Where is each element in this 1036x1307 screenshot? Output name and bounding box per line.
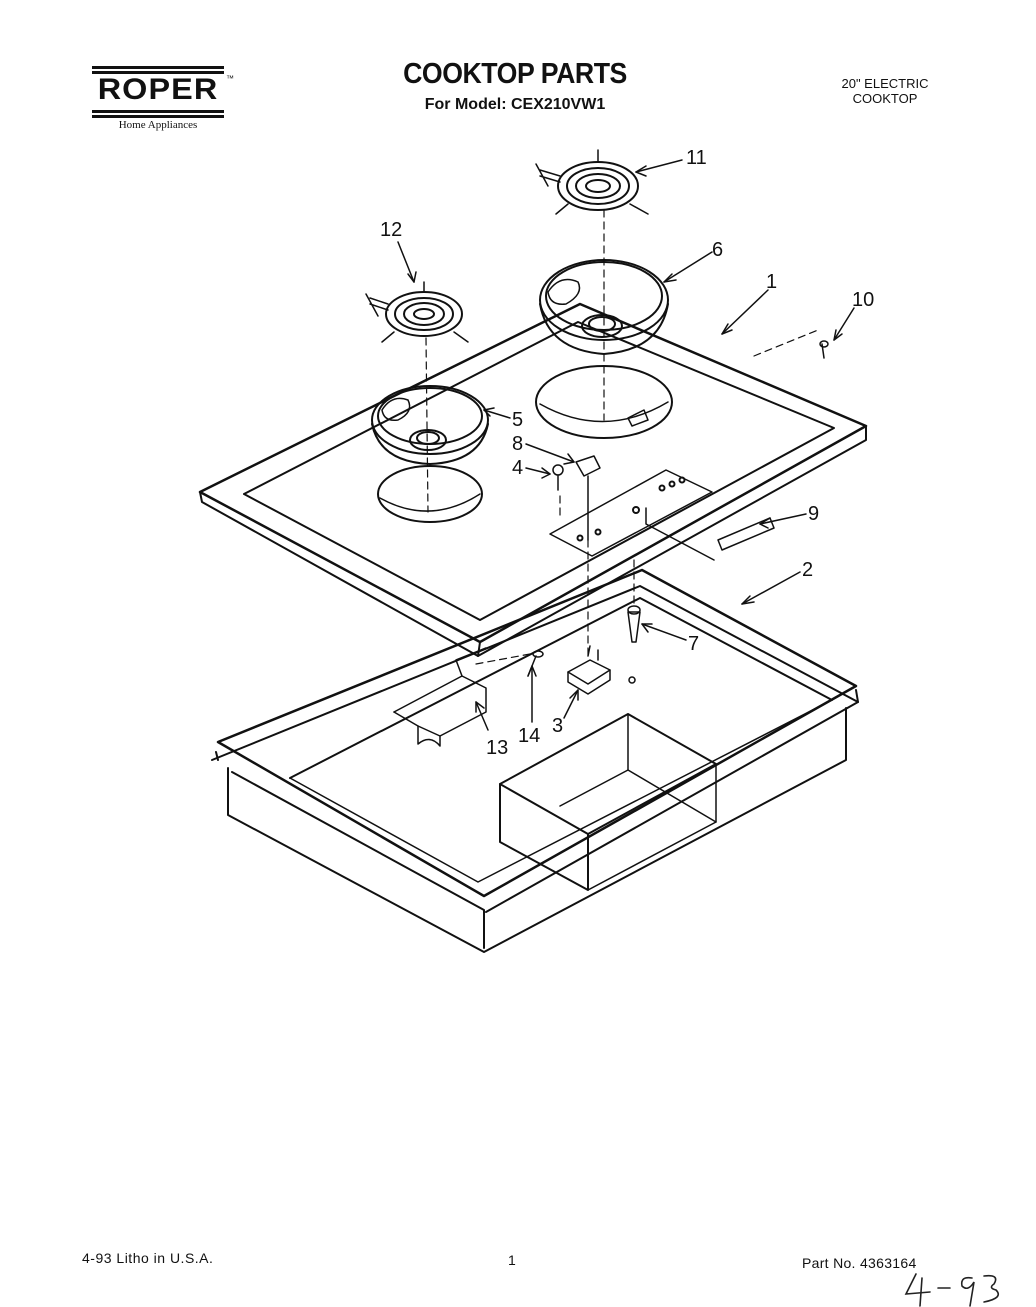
- callout-11: 11: [686, 147, 707, 169]
- handwritten-date: [904, 1273, 1000, 1307]
- brand-tagline: Home Appliances: [118, 119, 198, 131]
- logo-top-bar-2: [92, 71, 224, 74]
- small-parts: [393, 340, 829, 747]
- callout-13: 13: [486, 737, 509, 759]
- callout-6: 6: [712, 239, 724, 261]
- callout-3: 3: [552, 715, 564, 737]
- print-info: 4-93 Litho in U.S.A.: [82, 1250, 214, 1266]
- callout-5: 5: [512, 409, 524, 431]
- callout-1: 1: [766, 271, 778, 293]
- model-line: For Model: CEX210VW1: [424, 96, 606, 113]
- brand-name: ROPER: [97, 73, 219, 106]
- part-number: Part No. 4363164: [802, 1255, 917, 1271]
- product-type-line-2: COOKTOP: [852, 91, 918, 106]
- page-number: 1: [508, 1252, 516, 1268]
- callout-9: 9: [808, 503, 820, 525]
- callout-14: 14: [518, 725, 541, 747]
- logo-top-bar: [92, 66, 224, 69]
- cooktop-top-panel: [198, 302, 868, 657]
- callout-12: 12: [380, 219, 403, 241]
- logo-bottom-bar-2: [92, 115, 224, 118]
- trademark-mark: ™: [226, 74, 234, 83]
- product-type-line-1: 20" ELECTRIC: [841, 76, 929, 91]
- callout-4: 4: [512, 457, 524, 479]
- page-title: COOKTOP PARTS: [403, 58, 627, 90]
- callout-2: 2: [802, 559, 814, 581]
- callout-leader-lines: [397, 159, 855, 731]
- small-surface-element: [365, 281, 469, 343]
- callout-7: 7: [688, 633, 700, 655]
- roper-logo: ROPER ™ Home Appliances: [92, 66, 234, 132]
- callout-8: 8: [512, 433, 524, 455]
- large-surface-element: [535, 149, 649, 215]
- product-type: 20" ELECTRIC COOKTOP: [800, 76, 970, 106]
- small-drip-bowl: [371, 385, 489, 465]
- cooktop-base-box: [211, 568, 859, 953]
- assembly-dashed-lines: [425, 209, 819, 665]
- logo-bottom-bar: [92, 110, 224, 113]
- callout-10: 10: [852, 289, 875, 311]
